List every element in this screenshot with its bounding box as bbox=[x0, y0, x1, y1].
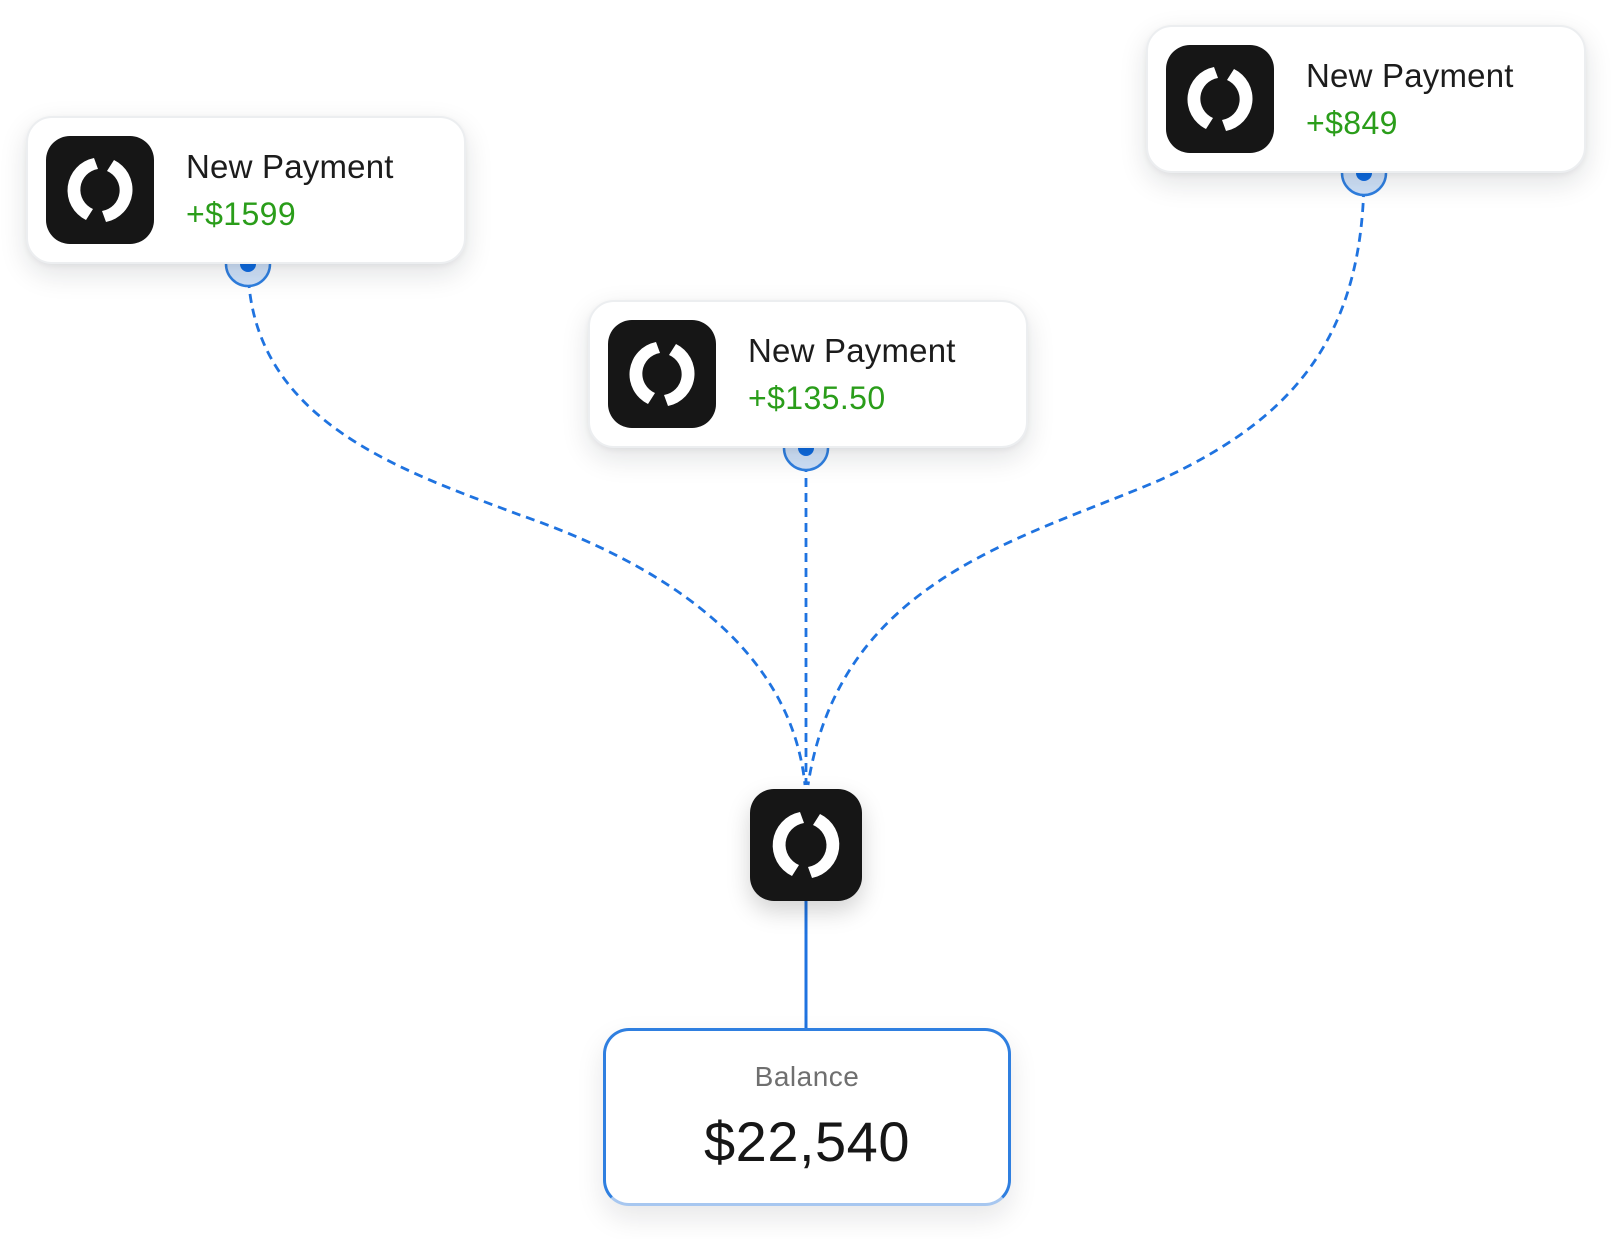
payment-amount: +$849 bbox=[1306, 105, 1398, 141]
connector-line-1 bbox=[246, 263, 807, 786]
payment-amount: +$135.50 bbox=[748, 380, 886, 416]
payment-title: New Payment bbox=[748, 332, 956, 369]
hub-node[interactable] bbox=[750, 789, 862, 901]
payment-card-3[interactable]: New Payment +$849 bbox=[1146, 25, 1586, 173]
payment-card-2[interactable]: New Payment +$135.50 bbox=[588, 300, 1028, 448]
connector-line-3 bbox=[806, 172, 1366, 786]
refresh-sync-icon bbox=[608, 320, 716, 428]
payment-title: New Payment bbox=[1306, 57, 1514, 94]
refresh-sync-icon bbox=[772, 812, 840, 878]
balance-value: $22,540 bbox=[704, 1110, 910, 1173]
payment-amount: +$1599 bbox=[186, 196, 297, 232]
balance-label: Balance bbox=[754, 1061, 860, 1092]
payment-title: New Payment bbox=[186, 148, 394, 185]
refresh-sync-icon bbox=[1166, 45, 1274, 153]
refresh-sync-icon bbox=[46, 136, 154, 244]
payment-card-1[interactable]: New Payment +$1599 bbox=[26, 116, 466, 264]
balance-card[interactable]: Balance $22,540 bbox=[603, 1028, 1011, 1206]
